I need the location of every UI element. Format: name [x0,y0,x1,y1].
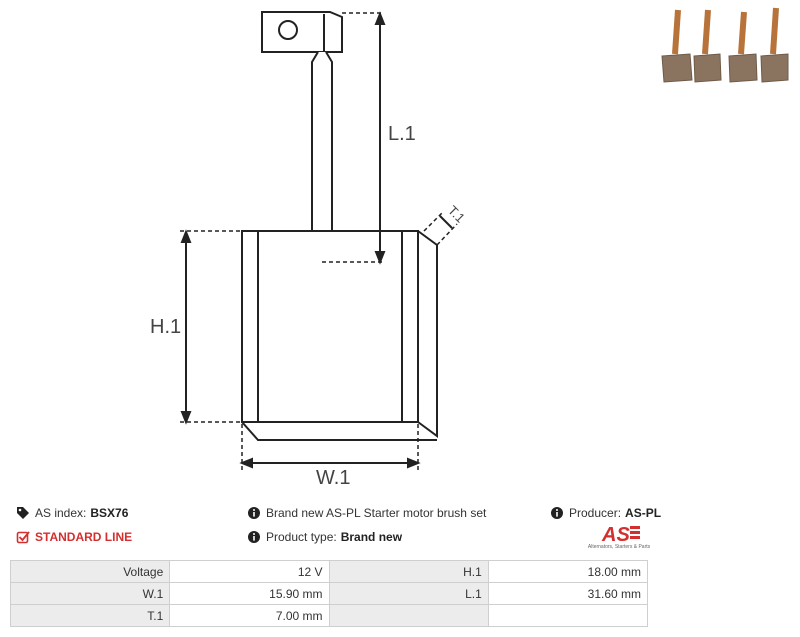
producer-label: Producer: [569,506,622,520]
as-index-value: BSX76 [90,506,129,520]
producer-value: AS-PL [625,506,662,520]
brush-thumb-1 [661,9,693,83]
spec-value: 7.00 mm [169,604,330,627]
spec-key: T.1 [9,604,171,627]
product-info: AS index: BSX76 STANDARD LINE Brand new … [0,500,800,560]
table-row: W.1 15.90 mm L.1 31.60 mm [9,582,649,605]
tags-icon [16,506,30,520]
logo-tagline: Alternators, Starters & Parts [587,544,651,550]
spec-value [487,604,649,627]
spec-value: 31.60 mm [487,582,649,605]
table-row: Voltage 12 V H.1 18.00 mm [9,560,649,583]
label-thickness: T.1 [445,203,468,226]
product-type-label: Product type: [266,530,337,544]
brush-thumb-2 [693,9,722,83]
as-index-label: AS index: [35,506,87,520]
spec-key: W.1 [9,582,171,605]
brush-technical-drawing: L.1 H.1 W.1 T.1 [150,11,468,489]
as-pl-logo: AS Alternators, Starters & Parts [586,522,652,554]
spec-key: Voltage [9,560,171,583]
brush-body [241,230,419,423]
info-icon [247,506,261,520]
terminal-hole [278,20,298,40]
description: Brand new AS-PL Starter motor brush set [247,506,486,520]
spec-value: 18.00 mm [487,560,649,583]
product-type: Product type: Brand new [247,530,402,544]
brush-thumb-4 [760,7,789,83]
label-length: L.1 [388,123,416,145]
standard-line: STANDARD LINE [16,530,132,544]
as-index: AS index: BSX76 [16,506,128,520]
checkbox-checked-icon [16,530,30,544]
spec-value: 12 V [169,560,330,583]
spec-key: H.1 [328,560,489,583]
standard-line-text: STANDARD LINE [35,530,133,544]
table-row: T.1 7.00 mm [9,604,649,627]
spec-key [328,604,489,627]
spec-value: 15.90 mm [169,582,330,605]
producer: Producer: AS-PL [550,506,661,520]
brush-thumb-3 [728,11,758,83]
info-icon [247,530,261,544]
description-text: Brand new AS-PL Starter motor brush set [266,506,487,520]
spec-key: L.1 [328,582,489,605]
specs-table: Voltage 12 V H.1 18.00 mm W.1 15.90 mm L… [9,560,649,627]
info-icon [550,506,564,520]
label-width: W.1 [316,467,350,489]
logo-text: AS [601,524,630,544]
product-photo [661,7,789,83]
label-height: H.1 [150,316,181,338]
terminal-lug [261,11,343,53]
product-type-value: Brand new [340,530,403,544]
